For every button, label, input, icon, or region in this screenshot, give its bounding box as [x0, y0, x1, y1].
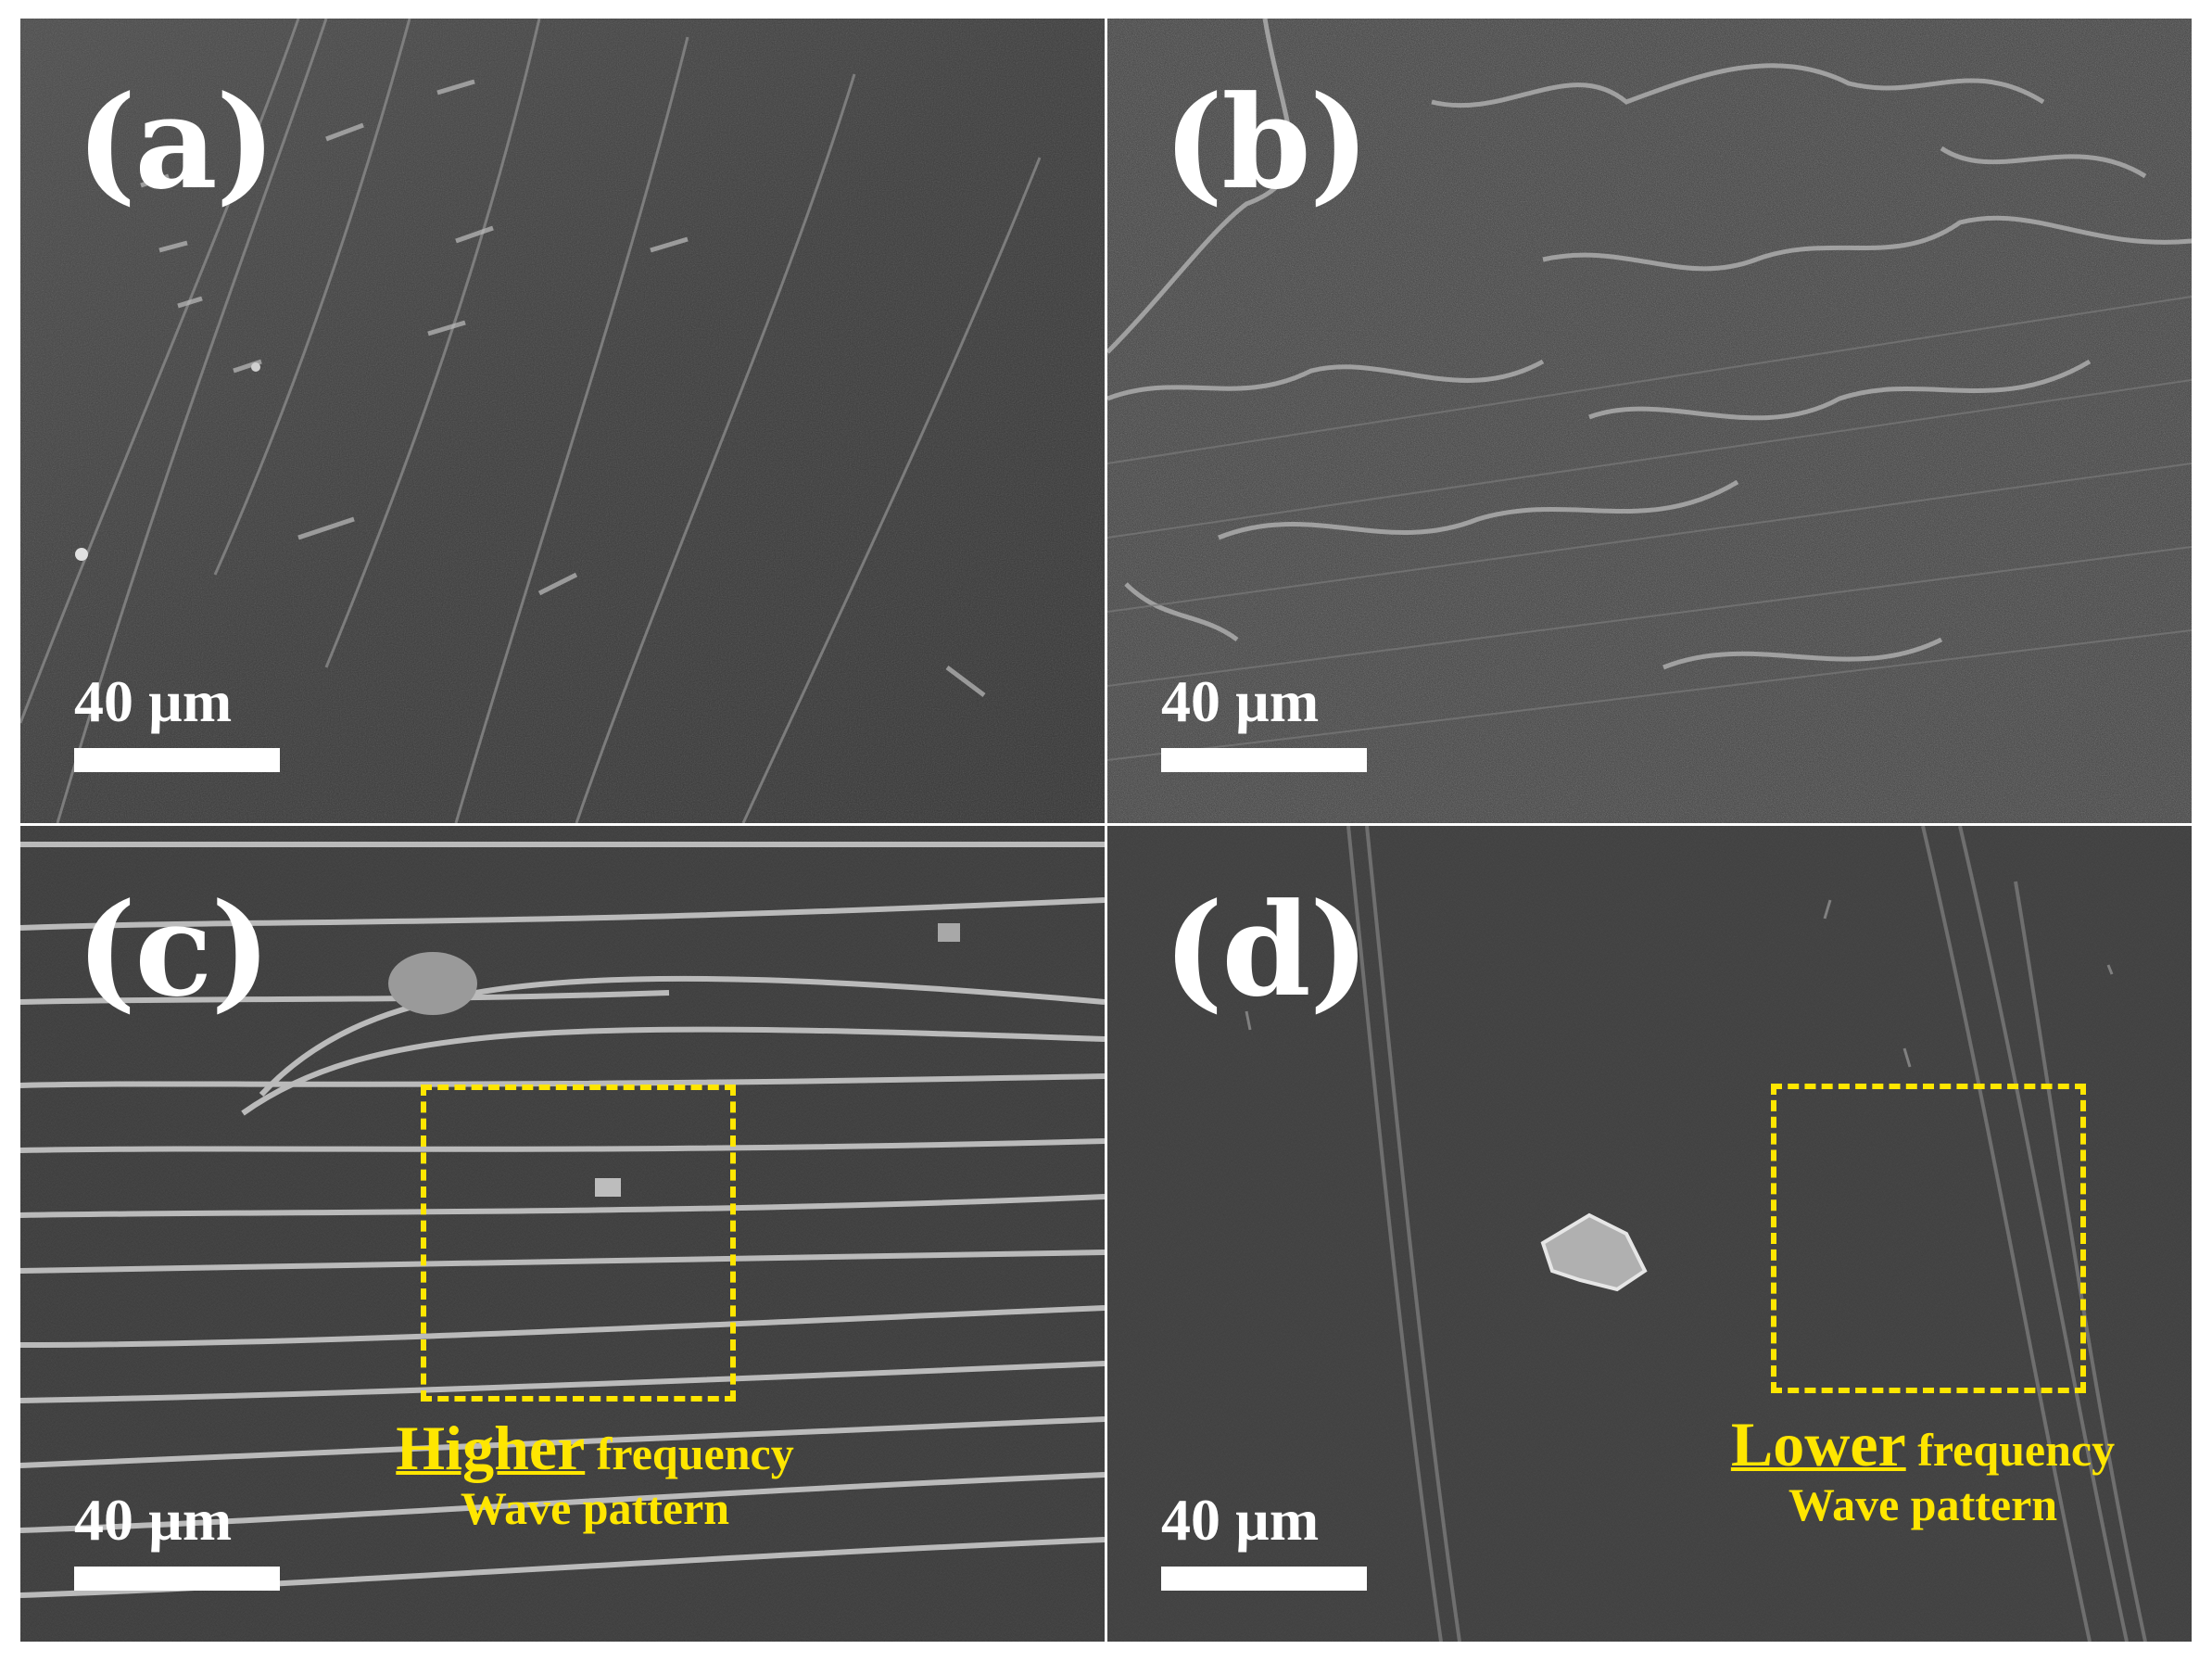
surface-texture-c [20, 826, 1105, 1642]
scale-bar-b: 40 µm [1161, 672, 1367, 772]
scale-bar-line-a [74, 748, 280, 772]
sem-image-panel-c: (c) Higher frequency Wave pattern 40 µm [20, 826, 1105, 1642]
scale-bar-line-b [1161, 748, 1367, 772]
panel-label-c: (c) [76, 874, 272, 1025]
scale-bar-label-d: 40 µm [1161, 1487, 1320, 1553]
scale-bar-line-d [1161, 1567, 1367, 1591]
scale-bar-a: 40 µm [74, 672, 280, 772]
sem-image-panel-a: (a) 40 µm [20, 19, 1105, 823]
panel-label-a: (a) [76, 67, 276, 218]
caption-c-line2: Wave pattern [460, 1481, 730, 1534]
caption-d-line2: Wave pattern [1788, 1478, 2058, 1530]
surface-texture-a [20, 19, 1105, 823]
scale-bar-label-c: 40 µm [74, 1487, 233, 1553]
wave-pattern-caption-d: Lower frequency Wave pattern [1663, 1410, 2182, 1530]
caption-c-rest: frequency [585, 1427, 794, 1479]
scale-bar-line-c [74, 1567, 280, 1591]
surface-texture-b [1107, 19, 2192, 823]
scale-bar-d: 40 µm [1161, 1491, 1367, 1591]
highlight-box-d [1771, 1084, 2086, 1393]
caption-d-rest: frequency [1905, 1424, 2116, 1476]
sem-image-panel-d: (d) Lower frequency Wave pattern 40 µm [1107, 826, 2192, 1642]
wave-pattern-caption-c: Higher frequency Wave pattern [335, 1414, 854, 1534]
panel-label-d: (d) [1163, 874, 1370, 1025]
panel-label-b: (b) [1163, 67, 1370, 218]
surface-texture-d [1107, 826, 2192, 1642]
caption-d-strong: Lower [1730, 1409, 1906, 1479]
highlight-box-c [421, 1085, 736, 1402]
scale-bar-c: 40 µm [74, 1491, 280, 1591]
sem-image-panel-b: (b) 40 µm [1107, 19, 2192, 823]
scale-bar-label-a: 40 µm [74, 668, 233, 734]
caption-c-strong: Higher [396, 1413, 586, 1483]
scale-bar-label-b: 40 µm [1161, 668, 1320, 734]
